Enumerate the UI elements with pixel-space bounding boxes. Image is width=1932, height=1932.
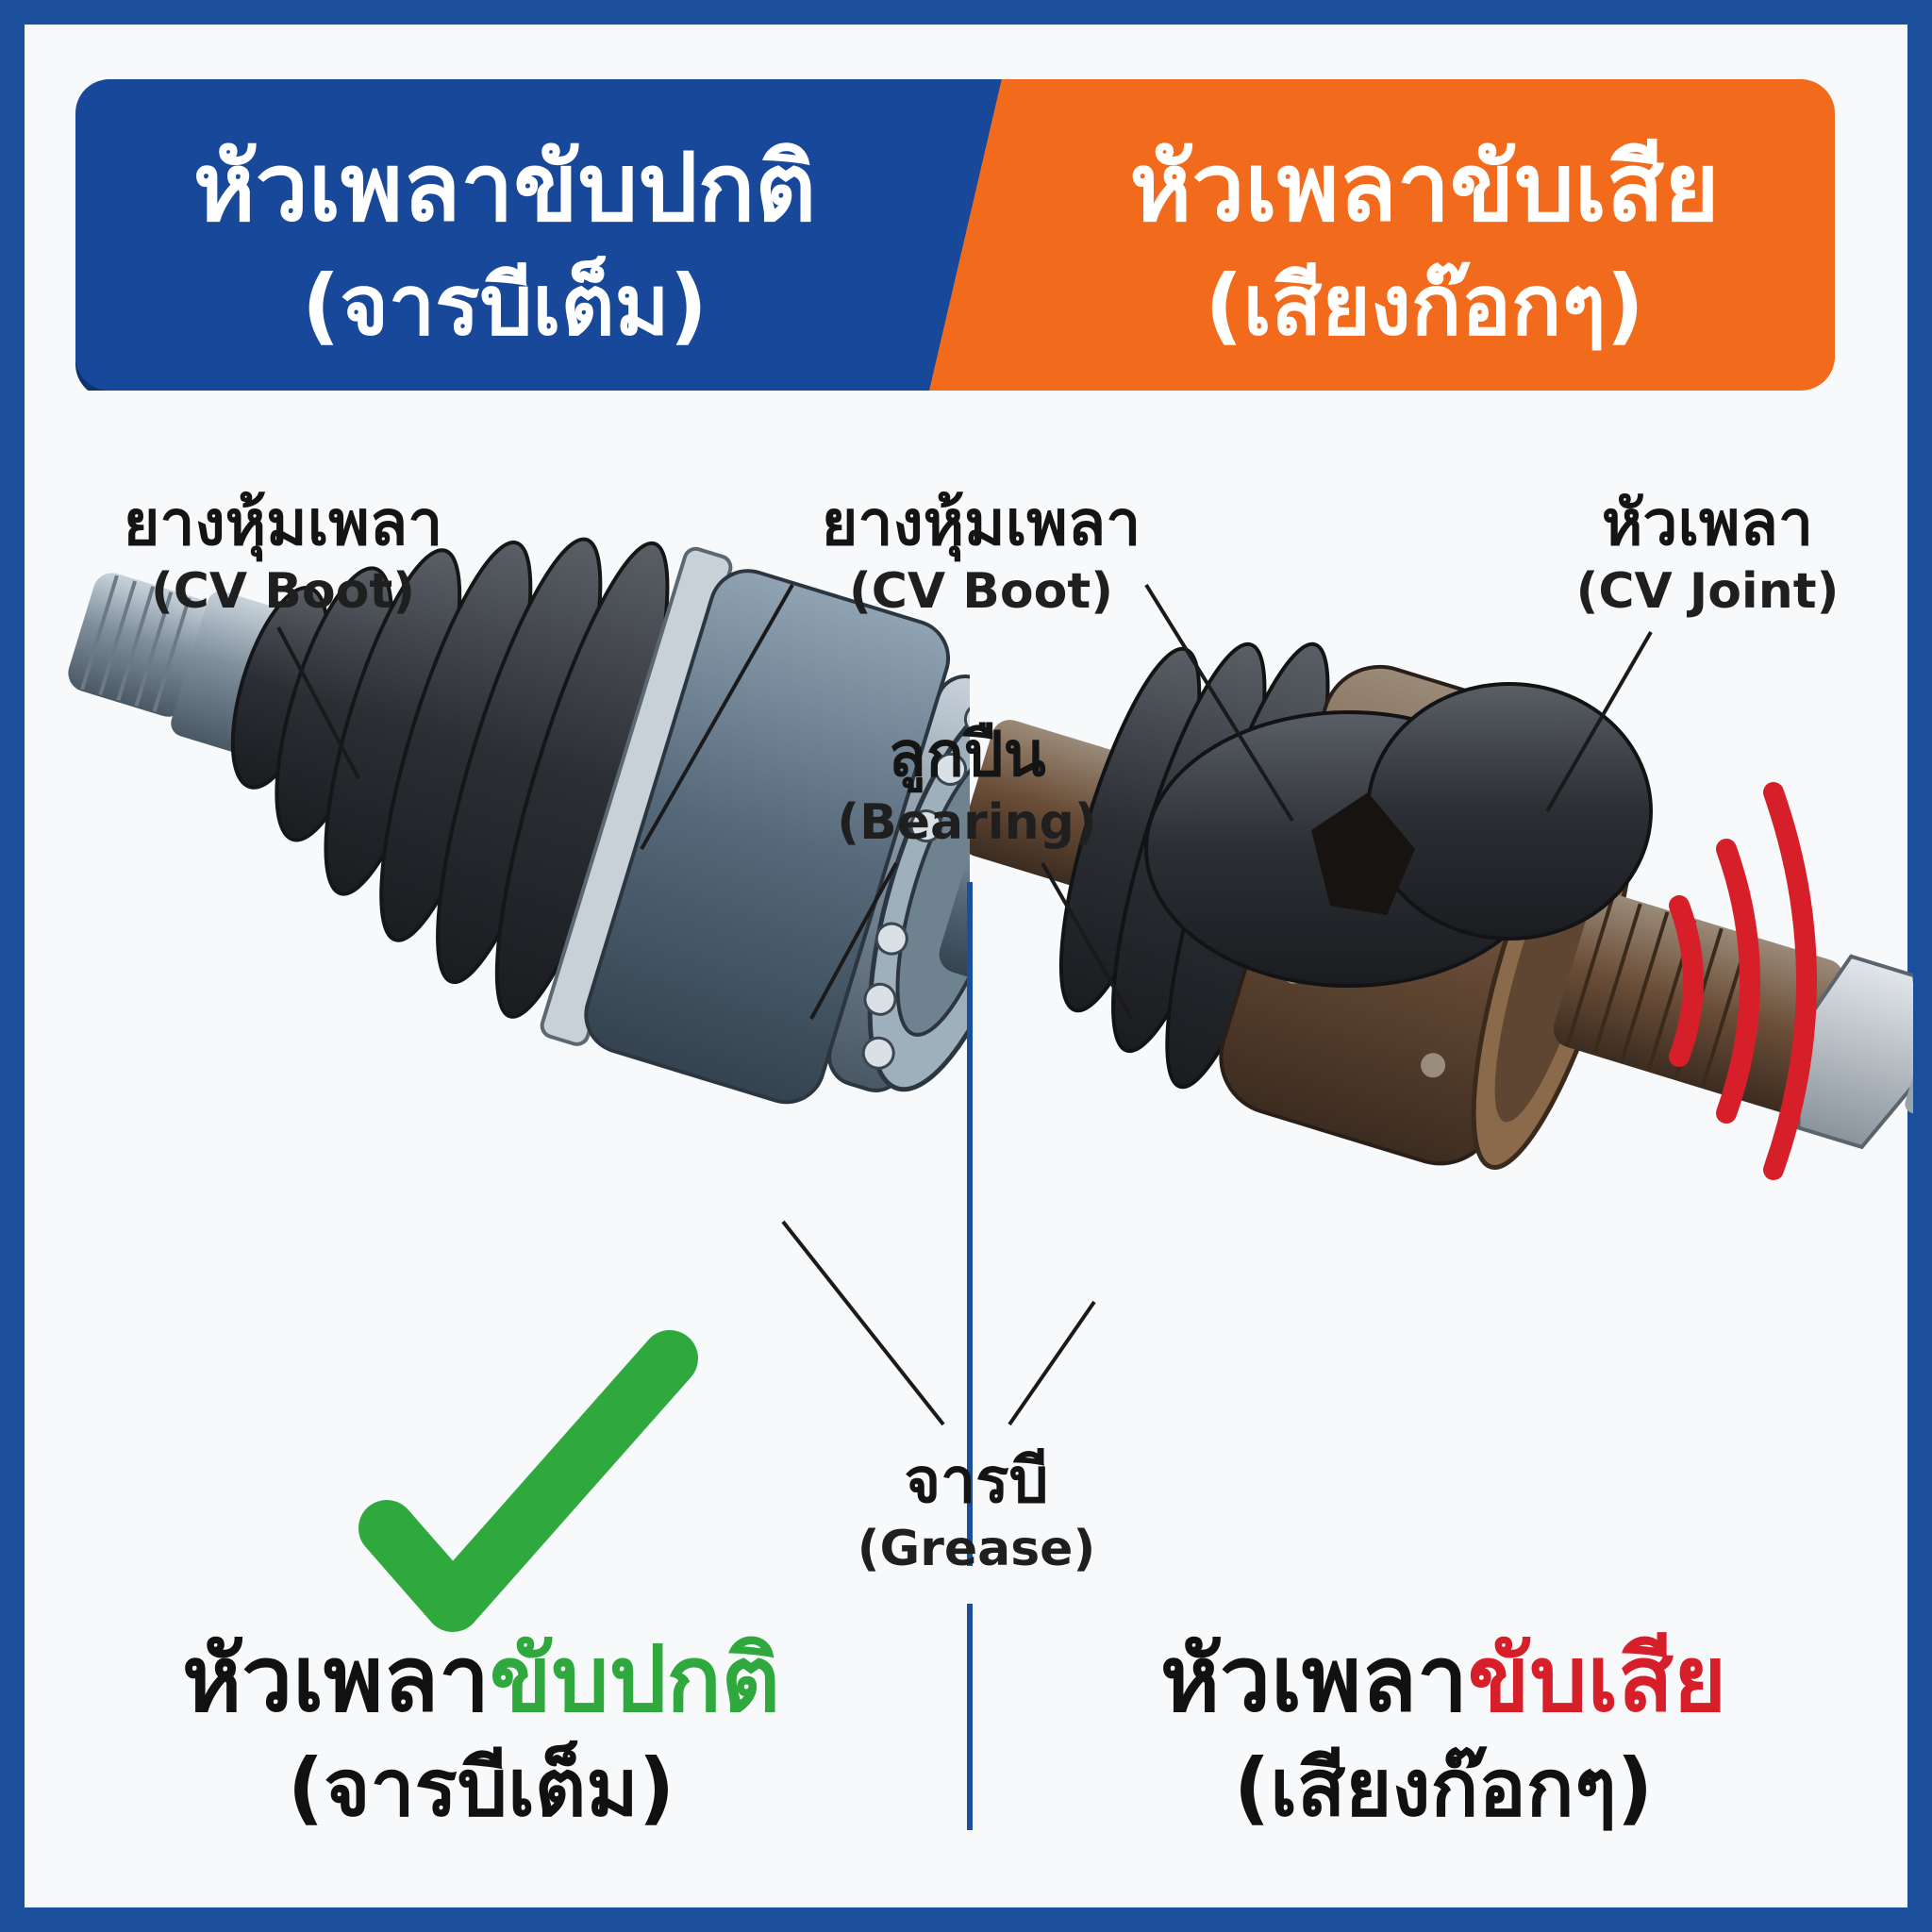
banner-bad-title: หัวเพลาขับเสีย bbox=[1129, 132, 1720, 242]
banner-normal: หัวเพลาขับปกติ (จารบีเต็ม) bbox=[75, 79, 1009, 391]
label-cv-boot-left: ยางหุ้มเพลา (CV Boot) bbox=[123, 487, 443, 620]
banner-normal-title: หัวเพลาขับปกติ bbox=[192, 132, 817, 242]
footer-bad-accent: ขับเสีย bbox=[1467, 1626, 1727, 1732]
label-grease: จารบี (Grease) bbox=[857, 1444, 1096, 1577]
footer-bad-subtitle: (เสียงก๊อกๆ) bbox=[1233, 1741, 1654, 1834]
label-cv-boot-middle: ยางหุ้มเพลา (CV Boot) bbox=[821, 487, 1141, 620]
footer-normal-prefix: หัวเพลา bbox=[182, 1626, 491, 1732]
normal-axle bbox=[68, 537, 970, 1105]
banner-normal-subtitle: (จารบีเต็ม) bbox=[302, 257, 708, 354]
worn-axle bbox=[970, 641, 1913, 1170]
footer-normal-accent: ขับปกติ bbox=[490, 1626, 780, 1732]
sound-wave-icon bbox=[1669, 782, 1817, 1180]
check-icon bbox=[358, 1330, 698, 1632]
footer-bad-prefix: หัวเพลา bbox=[1159, 1626, 1468, 1732]
label-cv-joint: หัวเพลา (CV Joint) bbox=[1575, 487, 1840, 620]
banner-bad: หัวเพลาขับเสีย (เสียงก๊อกๆ) bbox=[929, 79, 1835, 391]
footer-bad: หัวเพลาขับเสีย (เสียงก๊อกๆ) bbox=[1019, 1623, 1868, 1840]
leader-lines bbox=[276, 583, 1653, 1426]
footer-normal-subtitle: (จารบีเต็ม) bbox=[287, 1741, 675, 1834]
label-bearing: ลูกปืน (Bearing) bbox=[837, 718, 1097, 851]
footer-normal: หัวเพลาขับปกติ (จารบีเต็ม) bbox=[57, 1623, 906, 1840]
banner-bad-subtitle: (เสียงก๊อกๆ) bbox=[1205, 257, 1644, 354]
